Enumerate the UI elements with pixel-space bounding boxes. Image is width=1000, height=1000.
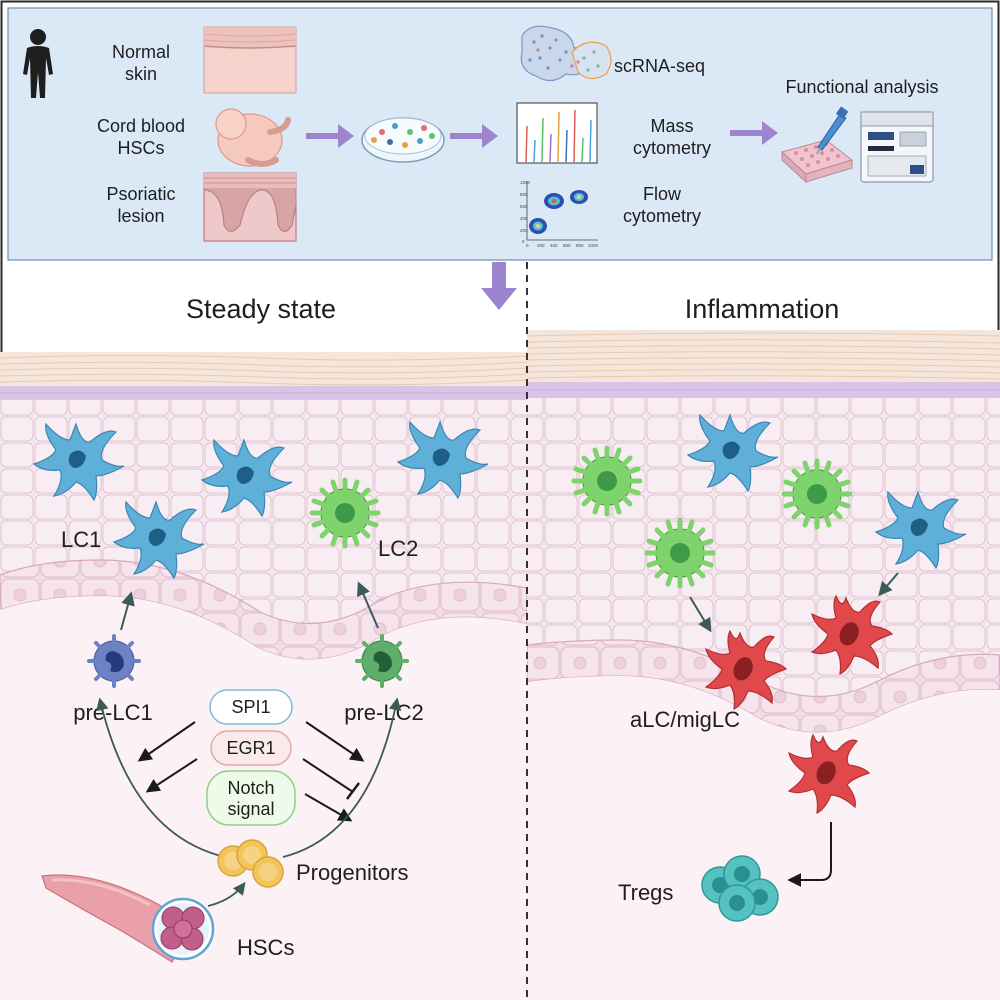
flow-tick-x-200: 200	[537, 243, 545, 248]
factor-notch-label-2: signal	[227, 799, 274, 819]
flow-cytometry-icon: 1000 800 600 400 200 0 0 200 400 600 800…	[520, 180, 599, 248]
psoriatic-lesion-icon	[203, 172, 297, 242]
factor-notch: Notch signal	[206, 770, 296, 826]
pre-lc1-to-lc1-arrow	[120, 591, 135, 631]
method-label-flow-2: cytometry	[623, 206, 701, 226]
spi1-to-pre-lc2-arrow	[305, 721, 365, 762]
lc1-to-activated-arrow	[878, 572, 899, 597]
method-label-flow-1: Flow	[643, 184, 682, 204]
factor-notch-label-1: Notch	[227, 778, 274, 798]
pre-lc2-label: pre-LC2	[344, 700, 423, 725]
source-label-cord-1: Cord blood	[97, 116, 185, 136]
flow-tick-y-0: 0	[522, 239, 525, 244]
mass-cytometry-icon	[516, 102, 598, 164]
flow-tick-x-0: 0	[526, 243, 529, 248]
egr1-to-pre-lc1-arrow	[145, 758, 198, 793]
flow-tick-y-200: 200	[520, 228, 528, 233]
egr1-inhibition-bar	[346, 782, 360, 800]
petri-dish-icon	[361, 117, 445, 163]
alc-miglc-label: aLC/migLC	[630, 707, 740, 732]
flow-tick-x-1000: 1000	[588, 243, 599, 248]
source-label-cord-2: HSCs	[117, 138, 164, 158]
method-label-mass-1: Mass	[650, 116, 693, 136]
workflow-arrow-2	[450, 124, 498, 148]
flow-tick-y-400: 400	[520, 216, 528, 221]
activated-to-tregs-arrow	[787, 822, 832, 887]
pipette-icon	[816, 106, 849, 155]
lc1-cell	[396, 420, 489, 500]
workflow-panel: Normal skin Cord blood HSCs Psoriatic le…	[7, 7, 993, 261]
fetus-icon	[215, 108, 291, 167]
source-label-normal-2: skin	[125, 64, 157, 84]
scrna-seq-icon	[520, 25, 612, 82]
hscs-label: HSCs	[237, 935, 294, 960]
lc2-cell	[644, 517, 716, 589]
lc1-label: LC1	[61, 527, 101, 552]
workflow-arrow-3	[730, 121, 778, 145]
down-arrow	[481, 262, 517, 310]
inflammation-title: Inflammation	[685, 294, 840, 324]
lc2-to-activated-arrow	[689, 596, 712, 633]
normal-skin-icon	[203, 26, 297, 94]
pre-lc2-to-lc2-arrow	[357, 581, 379, 629]
well-plate-icon	[780, 139, 854, 184]
lc2-label: LC2	[378, 536, 418, 561]
flow-tick-x-400: 400	[550, 243, 558, 248]
activated-lc-cell	[787, 733, 871, 815]
lc1-cell	[200, 438, 293, 518]
notch-to-pre-lc2-arrow	[304, 793, 353, 822]
lc1-cell	[686, 413, 779, 493]
flow-tick-y-1000: 1000	[520, 180, 531, 185]
factor-egr1: EGR1	[210, 730, 292, 766]
workflow-arrow-1	[306, 124, 354, 148]
flow-tick-y-600: 600	[520, 204, 528, 209]
progenitor-to-pre-lc2-arrow	[282, 697, 402, 858]
spi1-to-pre-lc1-arrow	[137, 721, 196, 762]
human-icon	[23, 29, 53, 98]
progenitor-to-pre-lc1-arrow	[96, 697, 226, 858]
method-label-mass-2: cytometry	[633, 138, 711, 158]
tregs-label: Tregs	[618, 880, 673, 905]
pre-lc2-cell	[355, 634, 409, 688]
pre-lc1-cell	[87, 634, 141, 688]
treg-cells	[701, 855, 779, 922]
factor-spi1-label: SPI1	[231, 697, 270, 717]
lc1-cell	[874, 490, 967, 570]
progenitor-cells	[217, 839, 284, 888]
lc1-cell	[112, 500, 205, 580]
pre-lc1-label: pre-LC1	[73, 700, 152, 725]
source-label-psoriatic-2: lesion	[117, 206, 164, 226]
hsc-cluster	[151, 897, 215, 961]
flow-tick-x-600: 600	[563, 243, 571, 248]
factor-spi1: SPI1	[209, 689, 293, 725]
lc2-cell	[781, 458, 853, 530]
source-label-normal-1: Normal	[112, 42, 170, 62]
method-label-scrna: scRNA-seq	[614, 56, 705, 76]
flow-tick-y-800: 800	[520, 192, 528, 197]
egr1-inhibits-pre-lc2-line	[302, 758, 354, 793]
lc1-cell	[32, 422, 125, 502]
method-label-functional: Functional analysis	[785, 77, 938, 97]
progenitors-label: Progenitors	[296, 860, 409, 885]
analyzer-instrument-icon	[860, 111, 934, 183]
steady-state-title: Steady state	[186, 294, 336, 324]
lc2-cell	[571, 445, 643, 517]
lc2-cell	[309, 477, 381, 549]
factor-egr1-label: EGR1	[226, 738, 275, 758]
activated-lc-cell	[810, 594, 894, 676]
flow-tick-x-800: 800	[576, 243, 584, 248]
hsc-to-progenitor-arrow	[207, 881, 246, 907]
activated-lc-cell	[704, 629, 788, 711]
source-label-psoriatic-1: Psoriatic	[106, 184, 175, 204]
